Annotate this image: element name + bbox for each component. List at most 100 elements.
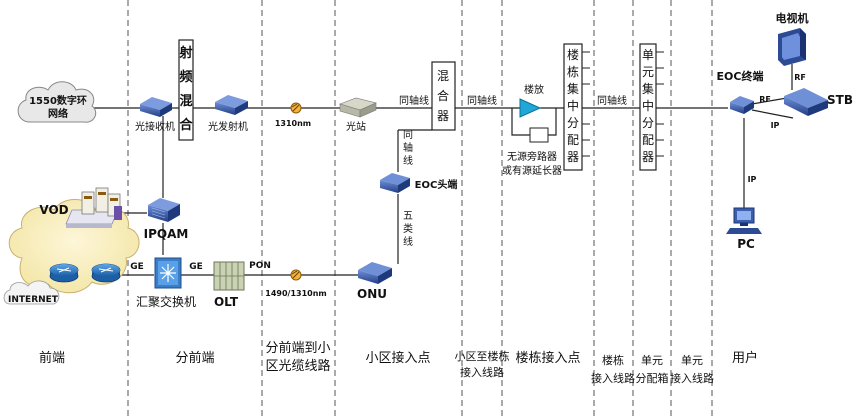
column-unit-box-1: 单元 bbox=[641, 354, 663, 367]
fiber-coil-icon bbox=[290, 269, 302, 281]
label-coax-a: 同轴线 bbox=[399, 94, 429, 107]
label-olt: OLT bbox=[214, 295, 239, 309]
label-1490nm: 1490/1310nm bbox=[265, 289, 326, 298]
aggregation-switch: 汇聚交换机 bbox=[136, 257, 196, 309]
optical-station: 光站 bbox=[339, 97, 377, 133]
eoc-headend: EOC头端 bbox=[380, 173, 457, 193]
label-mixer-1: 混 bbox=[437, 69, 449, 83]
passive-bypass: 无源旁路器 或有源延长器 bbox=[502, 127, 562, 177]
label-ip-right: IP bbox=[771, 121, 780, 130]
label-rf-top: RF bbox=[794, 73, 806, 82]
pc-icon bbox=[726, 207, 762, 234]
label-coax-vert-3: 线 bbox=[403, 154, 413, 167]
label-bldg-dist-3: 集 bbox=[567, 81, 579, 96]
column-trunk-2: 区光缆线路 bbox=[265, 358, 330, 374]
television-icon bbox=[778, 28, 806, 66]
set-top-box-icon bbox=[784, 88, 828, 116]
label-cat5-3: 线 bbox=[403, 235, 413, 248]
server-icon bbox=[65, 187, 122, 228]
label-cat5-2: 类 bbox=[403, 222, 413, 235]
splitter-taps bbox=[582, 51, 664, 157]
label-bldg-dist-7: 器 bbox=[567, 150, 579, 164]
router-icon bbox=[49, 263, 79, 283]
ipqam: IPQAM bbox=[144, 198, 189, 241]
label-bldg-dist-4: 中 bbox=[567, 98, 579, 113]
label-unit-dist-7: 器 bbox=[642, 150, 654, 164]
optical-transmitter: 光发射机 bbox=[208, 95, 248, 133]
label-optical-station: 光站 bbox=[346, 120, 366, 133]
optical-station-icon bbox=[339, 97, 377, 118]
label-1310nm: 1310nm bbox=[275, 119, 311, 128]
column-bldg-line-2: 接入线路 bbox=[591, 371, 635, 385]
label-coax-c: 同轴线 bbox=[597, 94, 627, 107]
eoc-terminal-icon bbox=[730, 96, 754, 114]
fiber-1490: 1490/1310nm bbox=[265, 269, 327, 298]
link-passive-loop bbox=[511, 108, 557, 136]
label-ge-left: GE bbox=[130, 262, 144, 272]
label-pc: PC bbox=[737, 237, 755, 251]
olt: OLT bbox=[213, 261, 245, 309]
switch-icon bbox=[154, 257, 182, 289]
column-labels: 前端 分前端 分前端到小 区光缆线路 小区接入点 小区至楼栋 接入线路 楼栋接入… bbox=[39, 340, 758, 385]
column-unit-line-2: 接入线路 bbox=[670, 371, 714, 385]
label-1550-line2: 网络 bbox=[48, 107, 68, 120]
label-bldg-dist-1: 楼 bbox=[567, 47, 579, 62]
label-bldg-dist-6: 配 bbox=[567, 133, 579, 147]
optical-receiver-icon bbox=[140, 97, 172, 117]
label-coax-vert-1: 同 bbox=[403, 129, 413, 141]
label-eoc-headend: EOC头端 bbox=[415, 178, 458, 191]
olt-icon bbox=[213, 261, 245, 291]
cloud-1550-network: 1550数字环 网络 bbox=[17, 81, 97, 123]
optical-receiver: 光接收机 bbox=[135, 97, 175, 133]
column-community-to-bldg-2: 接入线路 bbox=[460, 365, 504, 379]
link-eoc-stb bbox=[751, 97, 788, 105]
label-passive-2: 或有源延长器 bbox=[502, 164, 562, 177]
label-ip-down: IP bbox=[748, 175, 757, 184]
cloud-icon bbox=[17, 81, 97, 123]
unit-distributor: 单 元 集 中 分 配 器 bbox=[639, 43, 657, 171]
label-ipqam: IPQAM bbox=[144, 227, 189, 241]
onu: ONU bbox=[357, 262, 392, 301]
label-1550-line1: 1550数字环 bbox=[29, 94, 87, 107]
cat5-vertical-label: 五 类 线 bbox=[403, 211, 413, 248]
unit-distributor-frame bbox=[639, 43, 657, 171]
building-distributor: 楼 栋 集 中 分 配 器 bbox=[563, 43, 583, 171]
column-community-access: 小区接入点 bbox=[365, 350, 430, 366]
label-ge-right: GE bbox=[189, 262, 203, 272]
label-rf-mix-3: 混 bbox=[179, 94, 192, 109]
label-rf-mix-1: 射 bbox=[178, 45, 192, 61]
eoc-terminal: EOC终端 RF IP bbox=[717, 69, 780, 130]
mixer-frame bbox=[431, 61, 456, 131]
label-cat5-1: 五 bbox=[403, 211, 413, 222]
column-trunk-1: 分前端到小 bbox=[265, 340, 330, 356]
column-community-to-bldg-1: 小区至楼栋 bbox=[455, 349, 510, 363]
column-headend: 前端 bbox=[39, 350, 65, 366]
rf-mixer-box: 射 频 混 合 bbox=[178, 39, 194, 141]
ipqam-icon bbox=[148, 198, 180, 222]
vod-servers: VOD bbox=[39, 187, 122, 228]
label-coax-b: 同轴线 bbox=[467, 94, 497, 107]
label-rf-mix-4: 合 bbox=[179, 117, 193, 133]
label-bldg-dist-2: 栋 bbox=[567, 64, 579, 79]
label-optical-transmitter: 光发射机 bbox=[208, 120, 248, 133]
label-amplifier: 楼放 bbox=[524, 83, 544, 96]
column-bldg-line-1: 楼栋 bbox=[602, 353, 624, 367]
internet-lower-cloud bbox=[3, 280, 60, 305]
mixer-box: 混 合 器 bbox=[431, 61, 456, 131]
label-unit-dist-5: 分 bbox=[642, 116, 654, 130]
label-rf-mix-2: 频 bbox=[179, 69, 192, 85]
coax-vertical-label: 同 轴 线 bbox=[403, 129, 413, 167]
eoc-headend-icon bbox=[380, 173, 410, 193]
amplifier-icon bbox=[519, 98, 542, 118]
building-distributor-frame bbox=[563, 43, 583, 171]
label-mixer-2: 合 bbox=[437, 88, 449, 103]
label-unit-dist-1: 单 bbox=[642, 48, 654, 62]
label-mixer-3: 器 bbox=[437, 109, 449, 123]
rf-mixer-frame bbox=[178, 39, 194, 141]
label-coax-vert-2: 轴 bbox=[403, 141, 413, 154]
column-bldg-access: 楼栋接入点 bbox=[515, 350, 580, 366]
building-amplifier: 楼放 bbox=[519, 83, 544, 118]
routers bbox=[49, 263, 121, 283]
